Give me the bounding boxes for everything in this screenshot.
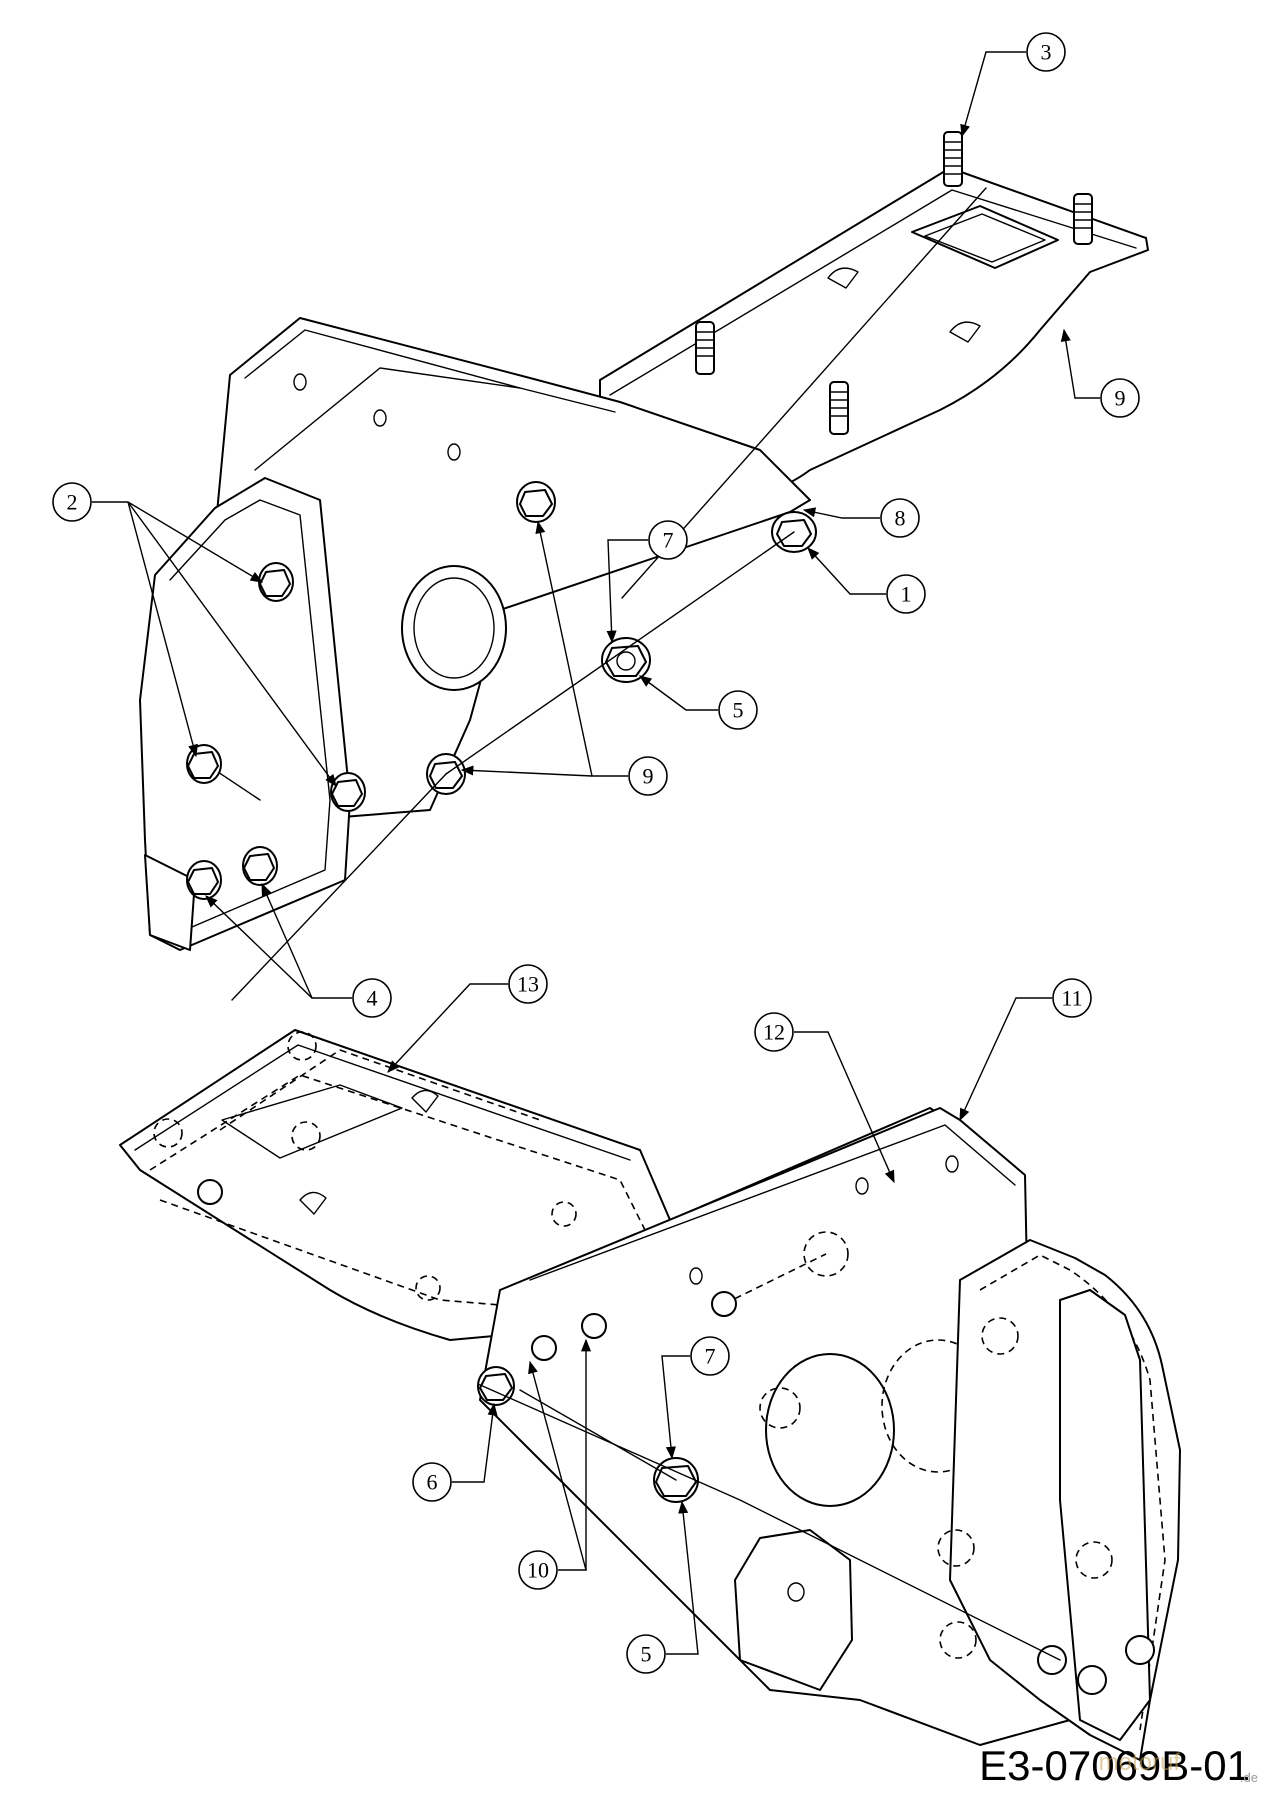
callout-13: 13 [508, 964, 548, 1004]
callout-4: 4 [352, 978, 392, 1018]
stud-bolt [943, 131, 963, 187]
svg-text:5: 5 [733, 698, 744, 723]
bearing-boss [401, 565, 507, 691]
svg-text:13: 13 [517, 972, 539, 997]
callout-9: 9 [1100, 378, 1140, 418]
stud-bolt [829, 381, 849, 435]
svg-text:9: 9 [643, 764, 654, 789]
callout-11: 11 [1052, 978, 1092, 1018]
hex-flange-nut [186, 744, 222, 784]
svg-text:7: 7 [663, 528, 674, 553]
svg-text:2: 2 [67, 490, 78, 515]
svg-text:1: 1 [901, 582, 912, 607]
callout-7: 7 [648, 520, 688, 560]
callout-10: 10 [518, 1550, 558, 1590]
lower-frame-assembly [119, 1029, 1181, 1761]
leader-lines [92, 51, 1100, 1655]
svg-text:9: 9 [1115, 386, 1126, 411]
hex-flange-nut [186, 860, 222, 900]
svg-text:4: 4 [367, 986, 378, 1011]
callout-5: 5 [626, 1634, 666, 1674]
lower-mount-lug [734, 1529, 853, 1691]
callout-1: 1 [886, 574, 926, 614]
callout-8: 8 [880, 498, 920, 538]
watermark-brand: motoruf [1099, 1749, 1181, 1776]
stud-bolt [1073, 193, 1093, 245]
svg-text:8: 8 [895, 506, 906, 531]
lock-nut [601, 637, 651, 683]
hex-flange-nut [330, 772, 366, 812]
svg-text:6: 6 [427, 1470, 438, 1495]
svg-text:11: 11 [1061, 986, 1082, 1011]
svg-text:10: 10 [527, 1558, 549, 1583]
svg-text:3: 3 [1041, 40, 1052, 65]
callout-7: 7 [690, 1336, 730, 1376]
hex-flange-nut [258, 562, 294, 602]
upper-plate-slot [911, 205, 1059, 269]
svg-text:7: 7 [705, 1344, 716, 1369]
svg-text:5: 5 [641, 1642, 652, 1667]
callout-2: 2 [52, 482, 92, 522]
callout-12: 12 [754, 1012, 794, 1052]
svg-text:12: 12 [763, 1020, 785, 1045]
callout-3: 3 [1026, 32, 1066, 72]
hex-flange-nut [242, 846, 278, 886]
drawing-code: E3-07069B-01 [979, 1742, 1250, 1789]
lower-bearing-opening [765, 1353, 895, 1507]
callout-5: 5 [718, 690, 758, 730]
callout-9: 9 [628, 756, 668, 796]
watermark-suffix: .de [1240, 1770, 1258, 1785]
stud-bolt [695, 321, 715, 375]
upper-frame-assembly [139, 131, 1149, 1001]
callout-6: 6 [412, 1462, 452, 1502]
hex-flange-bolt [516, 481, 556, 523]
